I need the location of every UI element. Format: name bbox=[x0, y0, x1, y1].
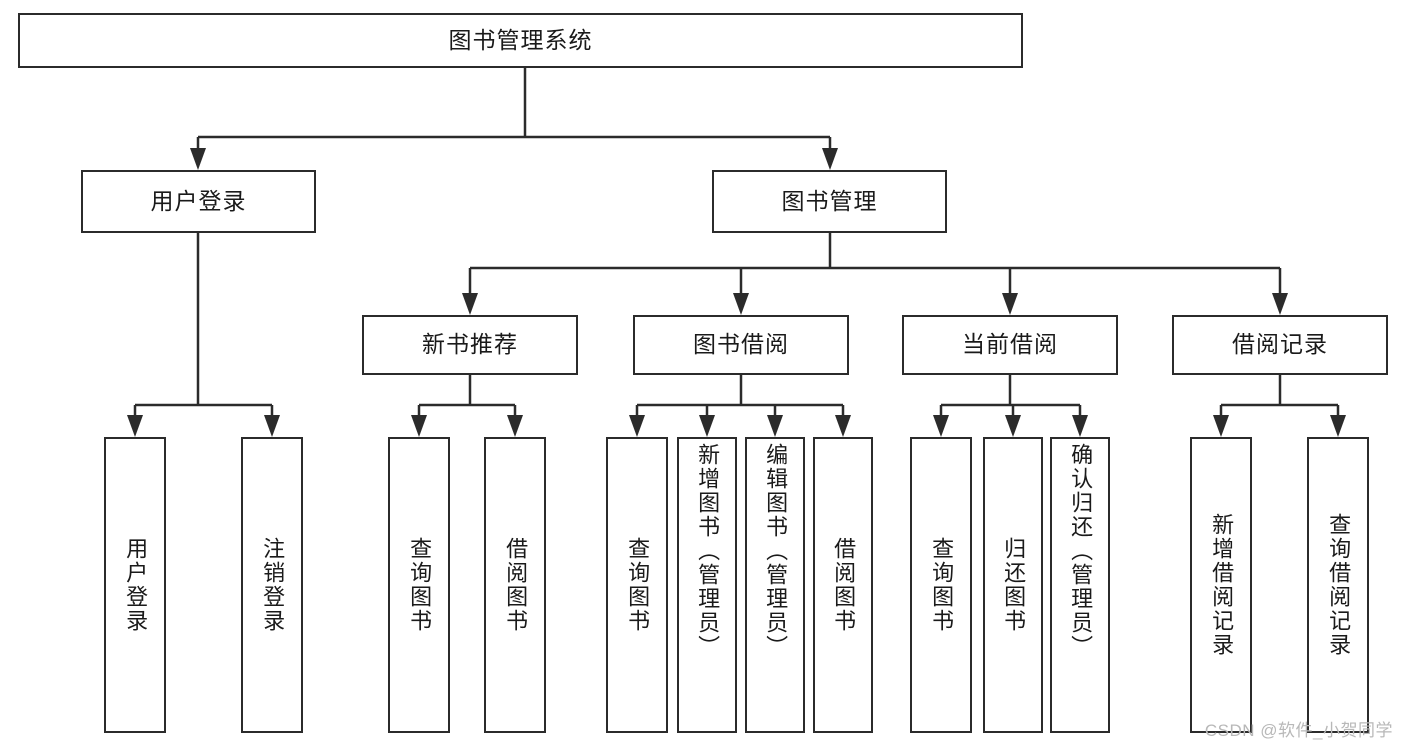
node-leaf-borrow-book-2[interactable]: 借阅图书 bbox=[813, 437, 873, 733]
node-book-manage[interactable]: 图书管理 bbox=[712, 170, 947, 233]
node-leaf-query-book-3[interactable]: 查询图书 bbox=[910, 437, 972, 733]
connector-arrowhead-bookborrow-to-leaves-3 bbox=[835, 415, 851, 437]
node-label-borrow-record: 借阅记录 bbox=[1232, 331, 1328, 358]
node-label-leaf-edit-book-admin: 编辑图书（管理员） bbox=[763, 443, 789, 659]
connector-arrowhead-newbook-to-leaves-1 bbox=[507, 415, 523, 437]
node-label-leaf-borrow-book-1: 借阅图书 bbox=[503, 537, 529, 633]
node-label-leaf-borrow-book-2: 借阅图书 bbox=[831, 537, 857, 633]
node-root[interactable]: 图书管理系统 bbox=[18, 13, 1023, 68]
node-leaf-return-book[interactable]: 归还图书 bbox=[983, 437, 1043, 733]
node-label-current-borrow: 当前借阅 bbox=[962, 331, 1058, 358]
connector-arrowhead-newbook-to-leaves-0 bbox=[411, 415, 427, 437]
node-label-leaf-query-book-3: 查询图书 bbox=[929, 537, 955, 633]
node-label-new-book-recommend: 新书推荐 bbox=[422, 331, 518, 358]
connector-arrowhead-borrowrecord-to-leaves-0 bbox=[1213, 415, 1229, 437]
node-label-leaf-user-login: 用户登录 bbox=[123, 537, 149, 633]
node-new-book-recommend[interactable]: 新书推荐 bbox=[362, 315, 578, 375]
node-leaf-borrow-book-1[interactable]: 借阅图书 bbox=[484, 437, 546, 733]
connector-arrowhead-borrowrecord-to-leaves-1 bbox=[1330, 415, 1346, 437]
node-label-book-manage: 图书管理 bbox=[781, 187, 878, 214]
connector-arrowhead-currentborrow-to-leaves-1 bbox=[1005, 415, 1021, 437]
connector-arrowhead-userlogin-to-leaves-0 bbox=[127, 415, 143, 437]
connector-arrowhead-bookborrow-to-leaves-0 bbox=[629, 415, 645, 437]
node-leaf-edit-book-admin[interactable]: 编辑图书（管理员） bbox=[745, 437, 805, 733]
connector-arrowhead-bookmanage-to-level3-3 bbox=[1272, 293, 1288, 315]
connector-arrowhead-bookmanage-to-level3-2 bbox=[1002, 293, 1018, 315]
node-leaf-confirm-return-admin[interactable]: 确认归还（管理员） bbox=[1050, 437, 1110, 733]
node-label-user-login: 用户登录 bbox=[150, 187, 247, 214]
node-label-leaf-query-borrow-record: 查询借阅记录 bbox=[1326, 513, 1352, 657]
node-label-leaf-add-borrow-record: 新增借阅记录 bbox=[1209, 513, 1235, 657]
connector-arrowhead-userlogin-to-leaves-1 bbox=[264, 415, 280, 437]
node-borrow-record[interactable]: 借阅记录 bbox=[1172, 315, 1388, 375]
node-leaf-query-book-1[interactable]: 查询图书 bbox=[388, 437, 450, 733]
connector-arrowhead-currentborrow-to-leaves-0 bbox=[933, 415, 949, 437]
node-label-leaf-add-book-admin: 新增图书（管理员） bbox=[695, 443, 721, 659]
node-label-leaf-return-book: 归还图书 bbox=[1001, 537, 1027, 633]
node-book-borrow[interactable]: 图书借阅 bbox=[633, 315, 849, 375]
node-leaf-logout-login[interactable]: 注销登录 bbox=[241, 437, 303, 733]
node-label-leaf-logout-login: 注销登录 bbox=[260, 537, 286, 633]
node-label-root: 图书管理系统 bbox=[448, 26, 593, 53]
node-label-leaf-query-book-2: 查询图书 bbox=[625, 537, 651, 633]
node-current-borrow[interactable]: 当前借阅 bbox=[902, 315, 1118, 375]
node-leaf-query-borrow-record[interactable]: 查询借阅记录 bbox=[1307, 437, 1369, 733]
connector-arrowhead-bookmanage-to-level3-1 bbox=[733, 293, 749, 315]
connector-arrowhead-bookmanage-to-level3-0 bbox=[462, 293, 478, 315]
node-leaf-query-book-2[interactable]: 查询图书 bbox=[606, 437, 668, 733]
node-leaf-user-login[interactable]: 用户登录 bbox=[104, 437, 166, 733]
node-leaf-add-borrow-record[interactable]: 新增借阅记录 bbox=[1190, 437, 1252, 733]
connector-arrowhead-root-to-level2-1 bbox=[822, 148, 838, 170]
connector-arrowhead-root-to-level2-0 bbox=[190, 148, 206, 170]
node-user-login[interactable]: 用户登录 bbox=[81, 170, 316, 233]
node-label-leaf-confirm-return-admin: 确认归还（管理员） bbox=[1068, 443, 1094, 659]
connector-arrowhead-currentborrow-to-leaves-2 bbox=[1072, 415, 1088, 437]
node-leaf-add-book-admin[interactable]: 新增图书（管理员） bbox=[677, 437, 737, 733]
node-label-book-borrow: 图书借阅 bbox=[693, 331, 789, 358]
node-label-leaf-query-book-1: 查询图书 bbox=[407, 537, 433, 633]
watermark-label: CSDN @软件_小贺同学 bbox=[1204, 721, 1393, 740]
connector-arrowhead-bookborrow-to-leaves-2 bbox=[767, 415, 783, 437]
connector-arrowhead-bookborrow-to-leaves-1 bbox=[699, 415, 715, 437]
